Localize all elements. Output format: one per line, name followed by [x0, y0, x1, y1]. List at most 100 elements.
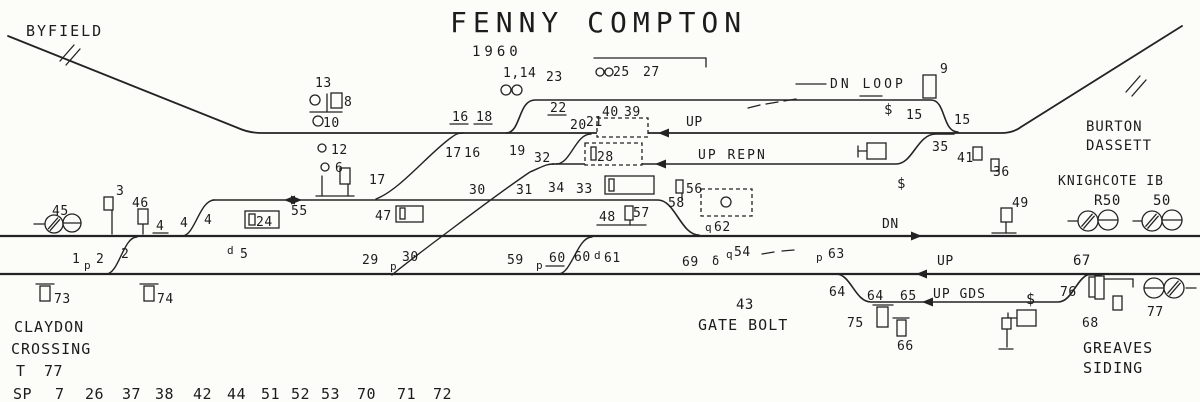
burton-signal-mark-b [1131, 79, 1147, 97]
disc-1-14-b [511, 84, 523, 96]
number-68: 68 [1082, 316, 1099, 331]
number-39: 39 [624, 105, 641, 120]
number-13: 13 [315, 76, 332, 91]
number-41: 41 [957, 151, 974, 166]
arrow-siding-right [291, 195, 302, 205]
number-15b: 15 [954, 113, 971, 128]
glyph-p-63: p [816, 251, 823, 264]
diagram-title: FENNY COMPTON [450, 6, 747, 39]
number-75: 75 [847, 316, 864, 331]
number-9: 9 [940, 62, 948, 77]
signal-symbols [39, 67, 1185, 337]
disc-13-b [312, 115, 324, 127]
disc-50-a-hatch-2 [1147, 215, 1159, 229]
signal-flag-49 [1000, 207, 1013, 223]
sp-row-38: 38 [155, 385, 174, 402]
number-43: 43 [736, 297, 754, 313]
number-18: 18 [476, 110, 493, 125]
number-61: 61 [604, 251, 621, 266]
arrow-up-gds [922, 297, 933, 307]
crossover-60 [557, 236, 593, 275]
number-54: 54 [734, 245, 751, 260]
sp-row-53: 53 [321, 385, 340, 402]
number-32: 32 [534, 151, 551, 166]
signal-flag-56 [675, 179, 684, 194]
number-19: 19 [509, 144, 526, 159]
number-22: 22 [550, 101, 567, 116]
label-dassett: DASSETT [1086, 138, 1152, 154]
number-64b: 64 [867, 289, 884, 304]
disc-13-a [309, 94, 321, 106]
sp-row-71: 71 [397, 385, 416, 402]
number-34: 34 [548, 181, 565, 196]
label-burton: BURTON [1086, 119, 1143, 135]
label-t-77: 77 [44, 362, 63, 380]
signal-flag-9 [922, 74, 937, 99]
glyph-p-60: p [536, 259, 543, 272]
byfield-signal-mark-a [59, 44, 75, 62]
signal-flag-47 [399, 207, 406, 220]
number-64a: 64 [829, 285, 846, 300]
byfield-signal-mark-b [65, 48, 81, 66]
label-knighcote-ib: KNIGHCOTE IB [1058, 174, 1164, 189]
glyph-point-lever-b: $ [897, 176, 906, 192]
label-gate-bolt: GATE BOLT [698, 316, 788, 334]
glyph-point-lever-c: $ [1026, 290, 1036, 308]
label-r50: R50 [1094, 193, 1121, 209]
disc-r50-a-hatch-2 [1083, 215, 1095, 229]
signal-flag-28 [590, 146, 597, 161]
sp-row-26: 26 [85, 385, 104, 402]
disc-25-27-b [604, 67, 614, 77]
glyph-d-61: d [594, 249, 601, 262]
disc-50-a-hatch-1 [1145, 213, 1157, 227]
number-25: 25 [613, 65, 630, 80]
number-5: 5 [240, 247, 248, 262]
number-4b: 4 [180, 216, 188, 231]
disc-12-b [320, 162, 330, 172]
glyph-p-30: p [390, 260, 397, 273]
number-40: 40 [602, 105, 619, 120]
loading-gauge-flag [1001, 317, 1012, 330]
number-77: 77 [1147, 305, 1164, 320]
label-crossing: CROSSING [11, 340, 91, 358]
number-48: 48 [599, 210, 616, 225]
signal-flag-75 [876, 306, 889, 328]
signal-flag-46 [137, 208, 149, 225]
signal-flag-73 [39, 285, 51, 302]
number-1-14: 1,14 [503, 66, 536, 81]
number-8: 8 [344, 95, 352, 110]
number-65: 65 [900, 289, 917, 304]
signal-flag-3 [103, 196, 114, 211]
disc-12-a [317, 143, 327, 153]
number-16b: 16 [464, 146, 481, 161]
number-76: 76 [1060, 285, 1077, 300]
number-58: 58 [668, 196, 685, 211]
sp-row-44: 44 [227, 385, 246, 402]
number-17a: 17 [369, 173, 386, 188]
crossover-4 [181, 199, 215, 237]
disc-77-b [1163, 277, 1185, 299]
sp-row-51: 51 [261, 385, 280, 402]
number-33: 33 [576, 182, 593, 197]
glyph-p-2: p [84, 259, 91, 272]
signal-flag-48 [624, 205, 634, 221]
number-28: 28 [597, 150, 614, 165]
number-29: 29 [362, 253, 379, 268]
number-17b: 17 [445, 146, 462, 161]
number-69: 69 [682, 255, 699, 270]
label-dn: DN [882, 217, 899, 232]
gate-box-1 [866, 142, 887, 160]
glyph-q-62: q [705, 221, 712, 234]
disc-77-b-hatch-1 [1167, 280, 1179, 294]
signal-flag-24 [248, 213, 256, 226]
track-up-gds [835, 273, 1093, 303]
number-62: 62 [714, 220, 731, 235]
signal-flag-68 [1094, 275, 1105, 300]
disc-25-27-a [595, 67, 605, 77]
crossover-29-30 [391, 163, 555, 276]
number-59: 59 [507, 253, 524, 268]
disc-r50-a [1077, 210, 1099, 232]
arrow-dn-main [911, 231, 922, 241]
